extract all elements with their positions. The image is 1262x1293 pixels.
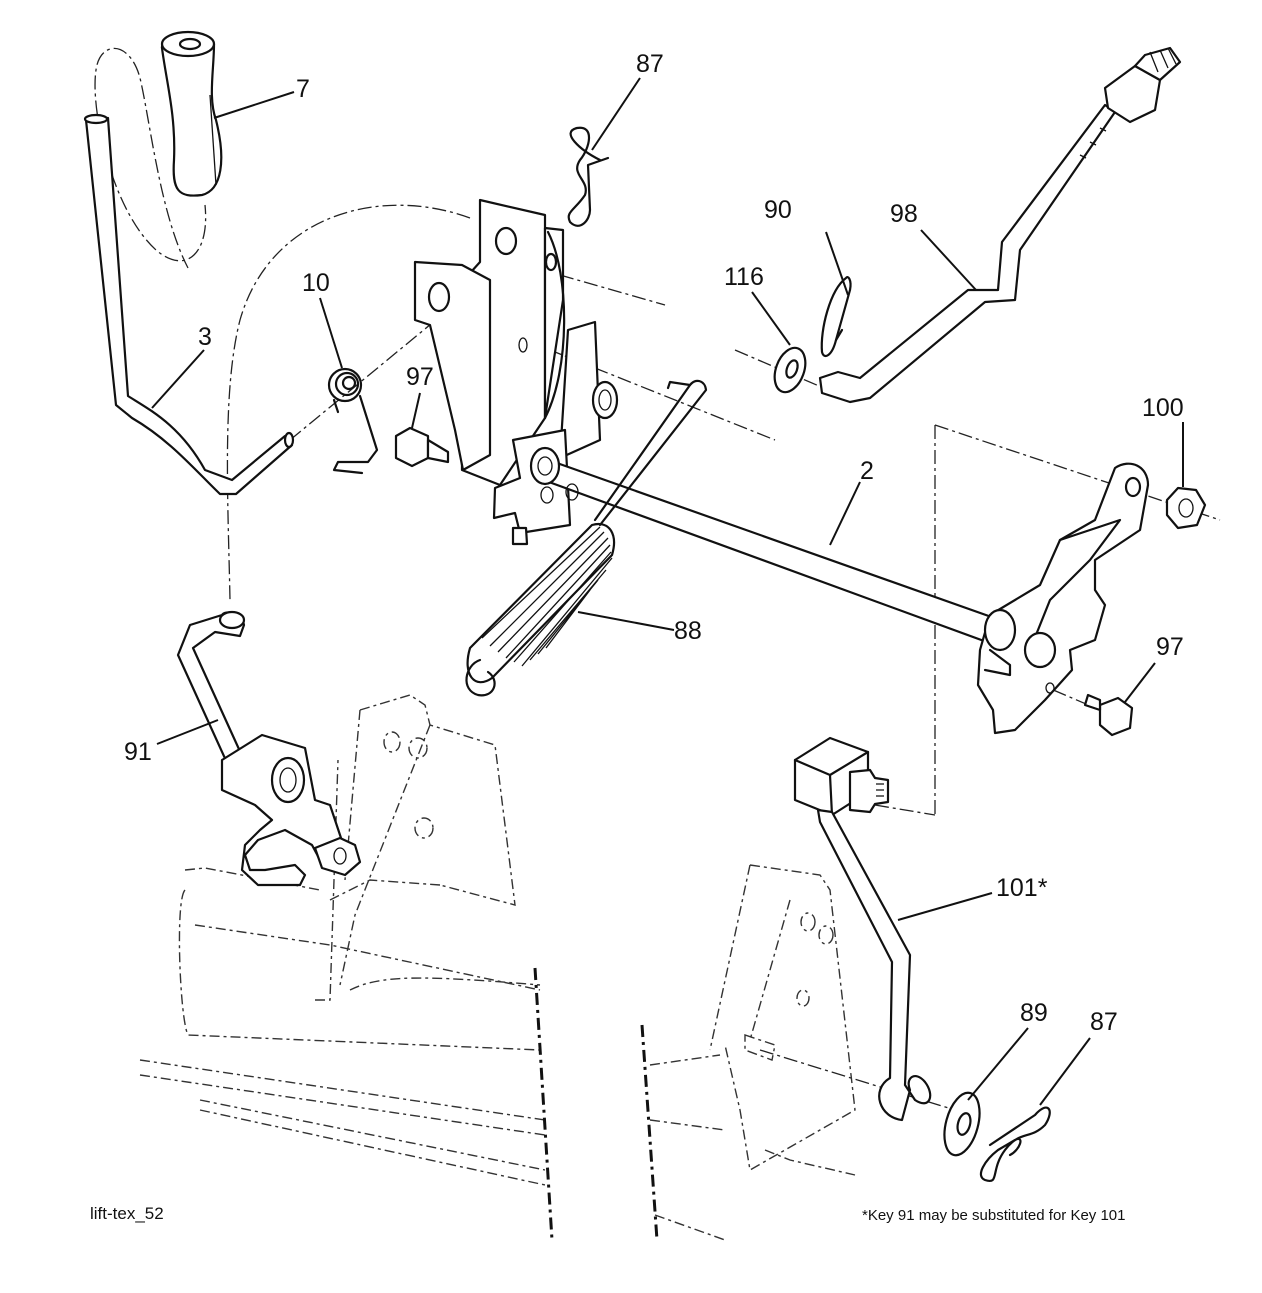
right-lift-arm [976,462,1150,735]
hairpin-clip-bottom [979,1106,1051,1183]
hex-nut [1165,486,1207,530]
substitution-footnote: *Key 91 may be substituted for Key 101 [862,1207,1126,1224]
callout-100: 100 [1142,394,1184,422]
adjustment-link-left [176,610,362,887]
callout-101: 101* [996,874,1048,902]
callout-10: 10 [302,269,330,297]
lift-link-rod [818,46,1182,404]
leader-lines [151,77,1184,1106]
callout-91: 91 [124,738,152,766]
callout-98: 98 [890,200,918,228]
callout-7: 7 [296,75,310,103]
lift-bracket [413,198,619,546]
callout-89: 89 [1020,999,1048,1027]
callout-88: 88 [674,617,702,645]
callout-87-top: 87 [636,50,664,78]
adjustment-link-right [793,736,932,1122]
flat-washer [773,346,807,394]
shoulder-bolt-right [1083,693,1134,737]
deck-phantom-outline [139,694,856,1241]
callout-87-bottom: 87 [1090,1008,1118,1036]
handle-grip [160,30,223,197]
callout-97-right: 97 [1156,633,1184,661]
callout-2: 2 [860,457,874,485]
flat-washer-lower [943,1091,981,1157]
callout-116: 116 [724,263,764,291]
callout-numbers: 7 87 90 98 116 10 3 97 100 2 88 97 91 10… [124,50,1184,1036]
deck-break-lines [533,967,659,1241]
hairpin-clip-top [567,126,610,227]
handle-rod [83,113,295,496]
torsion-spring [327,367,379,475]
callout-90: 90 [764,196,792,224]
callout-3: 3 [198,323,212,351]
figure-identifier: lift-tex_52 [90,1204,164,1223]
cotter-pin [820,276,852,358]
shoulder-bolt-left [394,426,450,468]
extension-spring [465,379,708,697]
callout-97-left: 97 [406,363,434,391]
